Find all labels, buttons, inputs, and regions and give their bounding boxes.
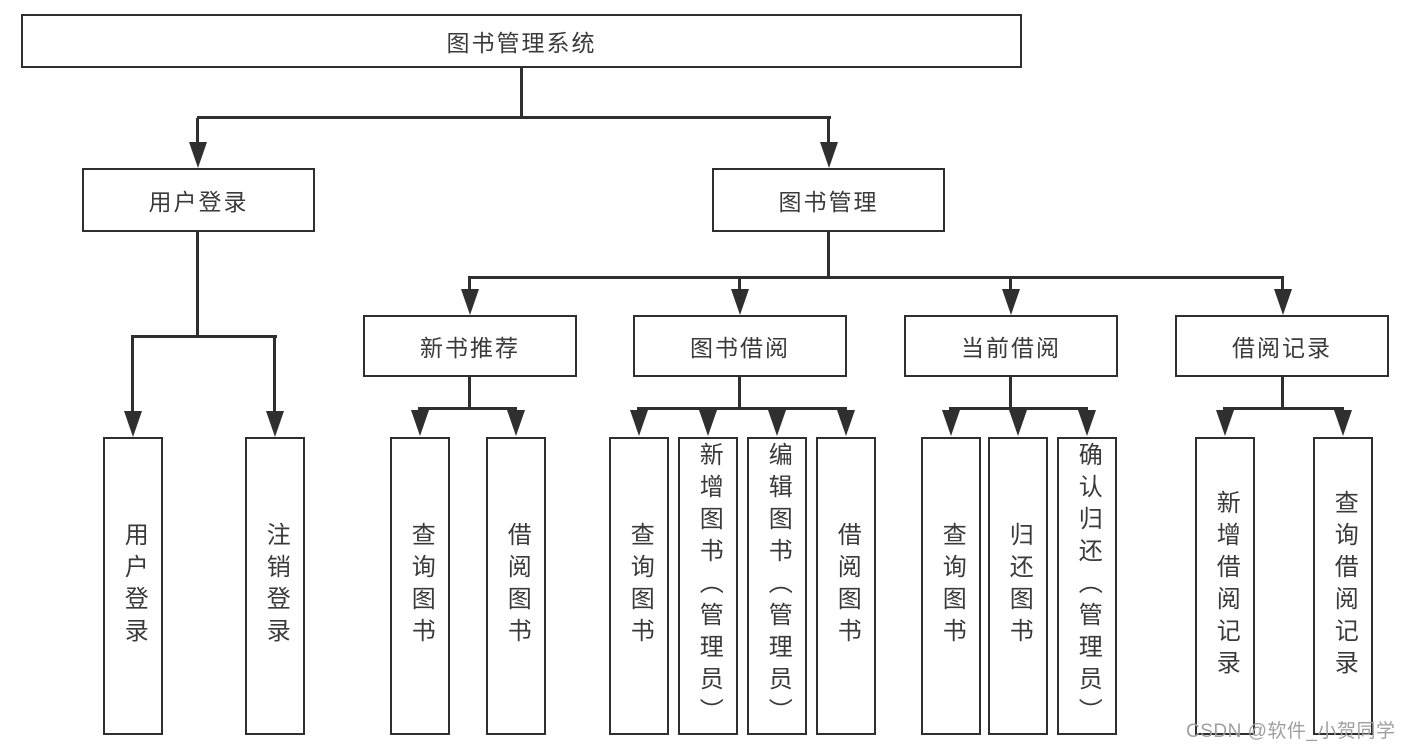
arrowhead-down-icon [820,142,838,168]
arrowhead-down-icon [1274,289,1292,315]
connector-line [637,407,847,410]
leaf-query-books: 查询图书 [390,437,450,735]
connector-line [468,276,1284,279]
arrowhead-down-icon [1009,410,1027,436]
leaf-add-borrow-record: 新增借阅记录 [1195,437,1255,735]
node-label: 当前借阅 [961,335,1061,361]
leaf-confirm-return-admin: 确认归还（管理员） [1057,437,1117,735]
leaf-label: 注销登录 [262,522,290,650]
leaf-query-books-3: 查询图书 [921,437,981,735]
leaf-logout: 注销登录 [245,437,305,735]
connector-line [738,278,741,291]
arrowhead-down-icon [699,410,717,436]
connector-line [1223,407,1344,410]
connector-line [468,377,471,409]
arrowhead-down-icon [1002,289,1020,315]
connector-line [827,232,830,278]
node-book-borrowing: 图书借阅 [633,315,847,377]
connector-line [197,116,831,119]
leaf-user-login: 用户登录 [103,437,163,735]
leaf-label: 查询图书 [407,522,435,650]
node-label: 用户登录 [148,189,249,215]
connector-line [1009,278,1012,291]
connector-line [1281,278,1284,291]
connector-line [827,118,830,144]
node-borrowing-records: 借阅记录 [1175,315,1389,377]
arrowhead-down-icon [266,411,284,437]
leaf-query-books-2: 查询图书 [609,437,669,735]
arrowhead-down-icon [837,410,855,436]
leaf-borrow-books: 借阅图书 [486,437,546,735]
leaf-label: 归还图书 [1005,522,1033,650]
connector-line [131,337,134,412]
connector-line [131,335,277,338]
connector-line [273,337,276,412]
leaf-add-book-admin: 新增图书（管理员） [678,437,738,735]
connector-line [949,407,1088,410]
node-label: 新书推荐 [420,335,520,361]
arrowhead-down-icon [1216,410,1234,436]
arrowhead-down-icon [189,142,207,168]
node-new-book-recommendation: 新书推荐 [363,315,577,377]
leaf-label: 查询图书 [626,522,654,650]
arrowhead-down-icon [942,410,960,436]
arrowhead-down-icon [768,410,786,436]
leaf-label: 查询图书 [938,522,966,650]
leaf-label: 查询借阅记录 [1330,490,1358,682]
arrowhead-down-icon [1078,410,1096,436]
leaf-label: 用户登录 [120,522,148,650]
leaf-label: 借阅图书 [833,522,861,650]
node-library-management-system: 图书管理系统 [21,14,1022,68]
leaf-label: 借阅图书 [503,522,531,650]
node-label: 图书管理系统 [446,30,597,56]
watermark: CSDN @软件_小贺同学 [1186,721,1396,742]
connector-line [738,377,741,409]
leaf-borrow-books-2: 借阅图书 [816,437,876,735]
node-book-management: 图书管理 [712,168,945,232]
leaf-label: 新增借阅记录 [1212,490,1240,682]
connector-line [418,407,517,410]
arrowhead-down-icon [411,410,429,436]
arrowhead-down-icon [124,411,142,437]
connector-line [1281,377,1284,409]
node-label: 图书管理 [778,189,879,215]
arrowhead-down-icon [1334,410,1352,436]
arrowhead-down-icon [461,289,479,315]
arrowhead-down-icon [630,410,648,436]
node-label: 图书借阅 [690,335,790,361]
leaf-label: 确认归还（管理员） [1074,442,1102,730]
connector-line [196,118,199,144]
connector-line [468,278,471,291]
connector-line [520,68,523,118]
leaf-query-borrow-record: 查询借阅记录 [1313,437,1373,735]
leaf-edit-book-admin: 编辑图书（管理员） [747,437,807,735]
leaf-return-books: 归还图书 [988,437,1048,735]
node-label: 借阅记录 [1232,335,1332,361]
arrowhead-down-icon [731,289,749,315]
connector-line [1009,377,1012,409]
leaf-label: 新增图书（管理员） [695,442,723,730]
arrowhead-down-icon [507,410,525,436]
node-user-login-branch: 用户登录 [82,168,315,232]
leaf-label: 编辑图书（管理员） [764,442,792,730]
node-current-borrowing: 当前借阅 [904,315,1118,377]
connector-line [196,232,199,338]
